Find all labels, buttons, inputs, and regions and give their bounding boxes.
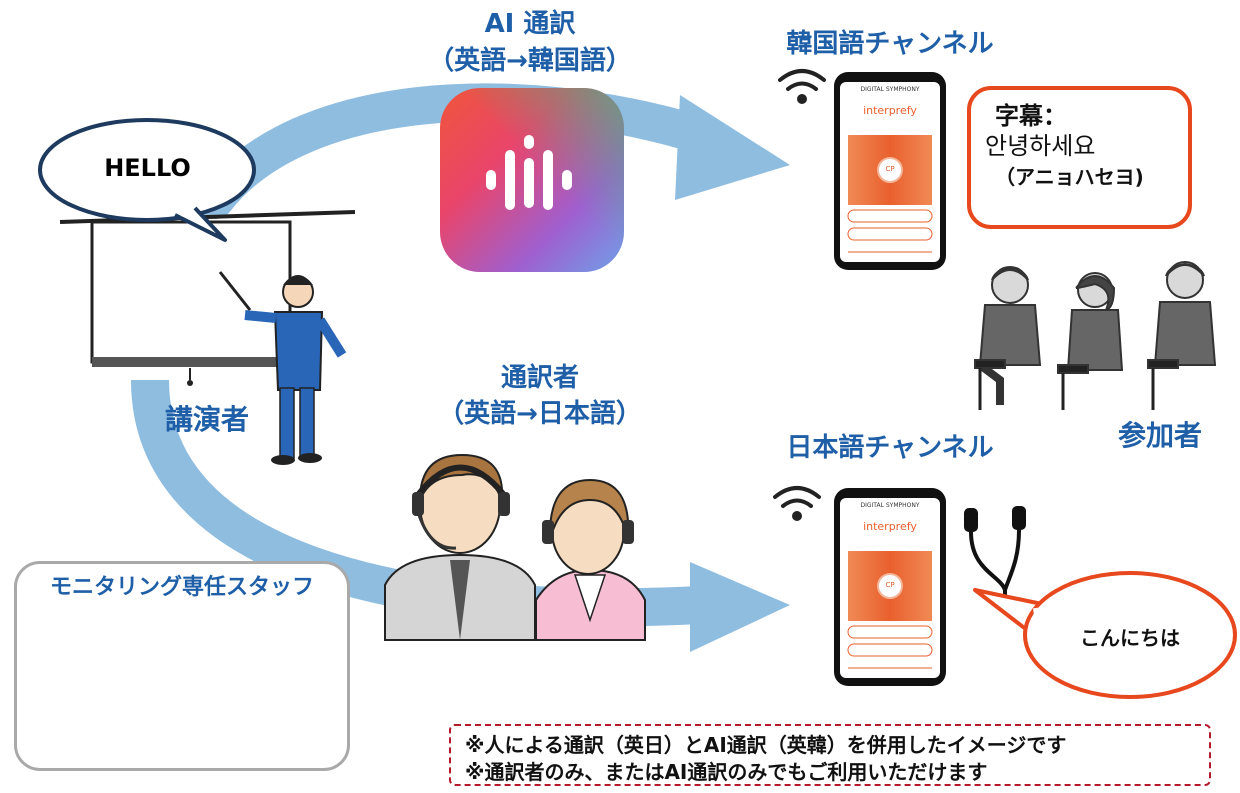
subtitle-heading: 字幕： xyxy=(995,102,1067,130)
monitoring-staff-box: モニタリング専任スタッフ xyxy=(14,561,350,771)
phone2-brand: interprefy xyxy=(863,520,917,533)
japanese-channel-phone xyxy=(834,488,946,686)
korean-channel-phone xyxy=(834,72,946,270)
phone1-brand: interprefy xyxy=(863,104,917,117)
speaker-speech-bubble xyxy=(38,118,256,242)
ai-interp-title: AI 通訳 xyxy=(484,9,576,39)
japanese-speech-bubble xyxy=(973,571,1237,699)
wifi-icon xyxy=(773,69,826,521)
subtitle-box: 字幕： 안녕하세요 （アニョハセヨ) xyxy=(967,86,1192,229)
ai-app-icon xyxy=(440,88,624,272)
speaker-speech-text: HELLO xyxy=(104,154,191,182)
phone1-center: CP xyxy=(885,165,895,173)
earphones-icon xyxy=(964,506,1026,612)
presenter-figure xyxy=(218,271,347,465)
projector-screen xyxy=(59,210,356,386)
subtitle-reading: （アニョハセヨ) xyxy=(995,165,1144,189)
japanese-channel-title: 日本語チャンネル xyxy=(786,433,994,463)
speaker-label: 講演者 xyxy=(165,403,250,436)
participants-figures xyxy=(974,261,1217,410)
monitoring-staff-label: モニタリング専任スタッフ xyxy=(49,575,314,600)
japanese-speech-text: こんにちは xyxy=(1080,626,1180,650)
participants-label: 参加者 xyxy=(1117,419,1202,452)
subtitle-korean: 안녕하세요 xyxy=(985,132,1096,160)
ai-interp-direction: （英語→韓国語） xyxy=(428,46,632,76)
notes-box: ※人による通訳（英日）とAI通訳（英韓）を併用したイメージです ※通訳者のみ、ま… xyxy=(449,724,1211,786)
phone2-header: DIGITAL SYMPHONY xyxy=(860,502,920,509)
human-interp-title: 通訳者 xyxy=(500,363,579,393)
phone2-center: CP xyxy=(885,581,895,589)
korean-channel-title: 韓国語チャンネル xyxy=(786,29,994,59)
note-line-2: ※通訳者のみ、またはAI通訳のみでもご利用いただけます xyxy=(465,760,988,784)
interpreters-figures xyxy=(384,453,646,641)
note-line-1: ※人による通訳（英日）とAI通訳（英韓）を併用したイメージです xyxy=(465,733,1067,757)
human-interp-direction: （英語→日本語） xyxy=(438,399,642,429)
phone1-header: DIGITAL SYMPHONY xyxy=(860,86,920,93)
